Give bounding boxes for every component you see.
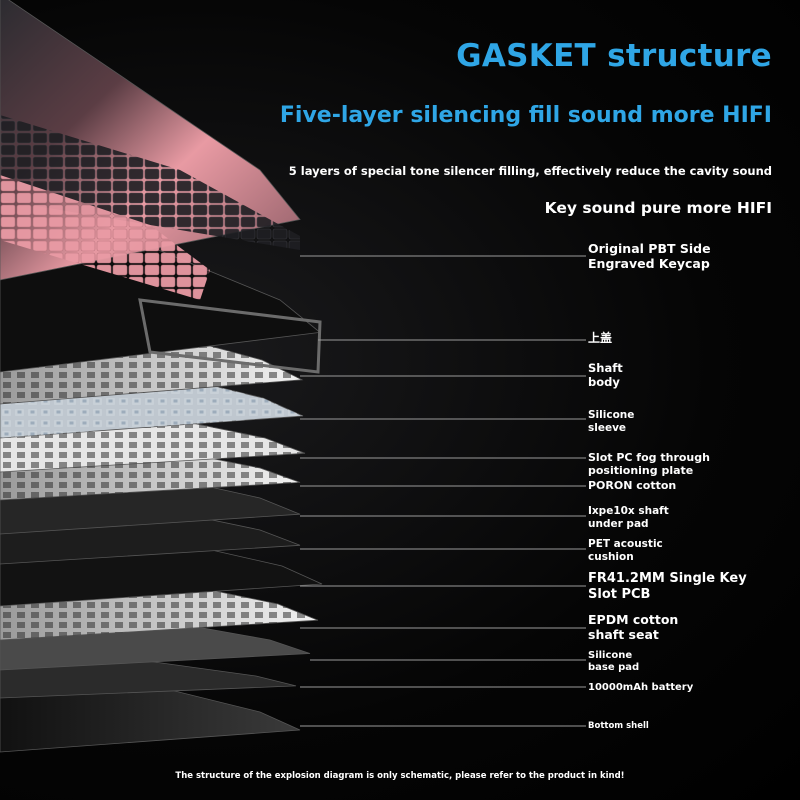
disclaimer-footer: The structure of the explosion diagram i… (175, 771, 625, 781)
label-pet-cushion: PET acoustic cushion (588, 538, 663, 563)
page-title: GASKET structure (456, 38, 772, 74)
top-cover-frame (138, 298, 322, 374)
label-battery: 10000mAh battery (588, 682, 694, 693)
label-silicone-base-pad: Silicone base pad (588, 650, 640, 673)
label-positioning-plate: Slot PC fog through positioning plate (588, 451, 710, 478)
label-pcb: FR41.2MM Single Key Slot PCB (588, 571, 747, 602)
tagline-text: Key sound pure more HIFI (544, 199, 772, 217)
label-epdm-cotton: EPDM cotton shaft seat (588, 612, 679, 642)
label-keycap: Original PBT Side Engraved Keycap (588, 241, 711, 271)
label-poron-cotton: PORON cotton (588, 479, 677, 492)
keycap-pink-rows (0, 175, 210, 300)
description-text: 5 layers of special tone silencer fillin… (288, 164, 772, 178)
label-bottom-shell: Bottom shell (588, 721, 649, 731)
label-switch-body: Shaft body (588, 361, 623, 389)
label-silicone-sleeve: Silicone sleeve (588, 409, 635, 434)
keycap-dark-rows (0, 115, 300, 250)
label-ixpe-pad: Ixpe10x shaft under pad (588, 505, 669, 530)
page-subtitle: Five-layer silencing fill sound more HIF… (279, 103, 772, 128)
label-top-cover: 上盖 (588, 331, 613, 345)
